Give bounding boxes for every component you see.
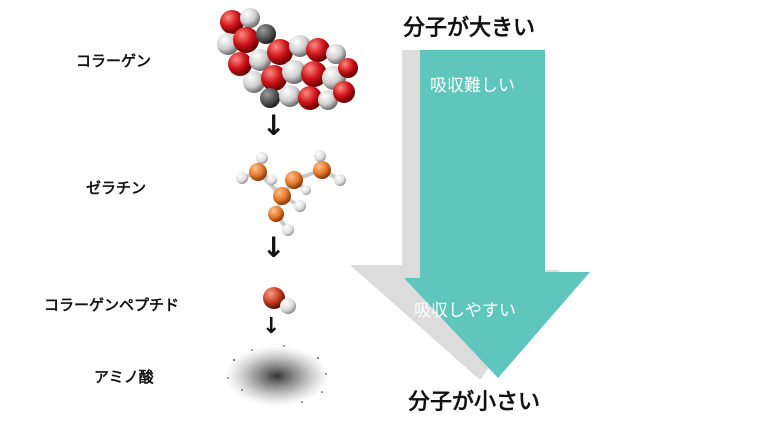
step-arrow-1: ↓ (262, 109, 286, 142)
label-gelatin: ゼラチン (86, 179, 147, 197)
size-absorption-arrow (350, 50, 590, 380)
amino-acid-dust-icon (225, 345, 329, 406)
label-easy-absorption: 吸収しやすい (414, 301, 516, 321)
gelatin-molecule-icon (236, 150, 346, 236)
label-amino-acid: アミノ酸 (94, 368, 154, 386)
step-arrow-3: ↓ (262, 314, 281, 339)
label-collagen: コラーゲン (76, 52, 152, 70)
label-large-molecule: 分子が大きい (403, 16, 536, 41)
label-small-molecule: 分子が小さい (408, 390, 541, 415)
peptide-molecule-icon (263, 287, 296, 314)
step-arrow-2: ↓ (262, 231, 286, 264)
arrow-body (404, 50, 590, 378)
label-hard-absorption: 吸収難しい (430, 76, 515, 96)
collagen-molecule-icon (217, 8, 358, 110)
label-collagen-peptide: コラーゲンペプチド (44, 296, 180, 314)
